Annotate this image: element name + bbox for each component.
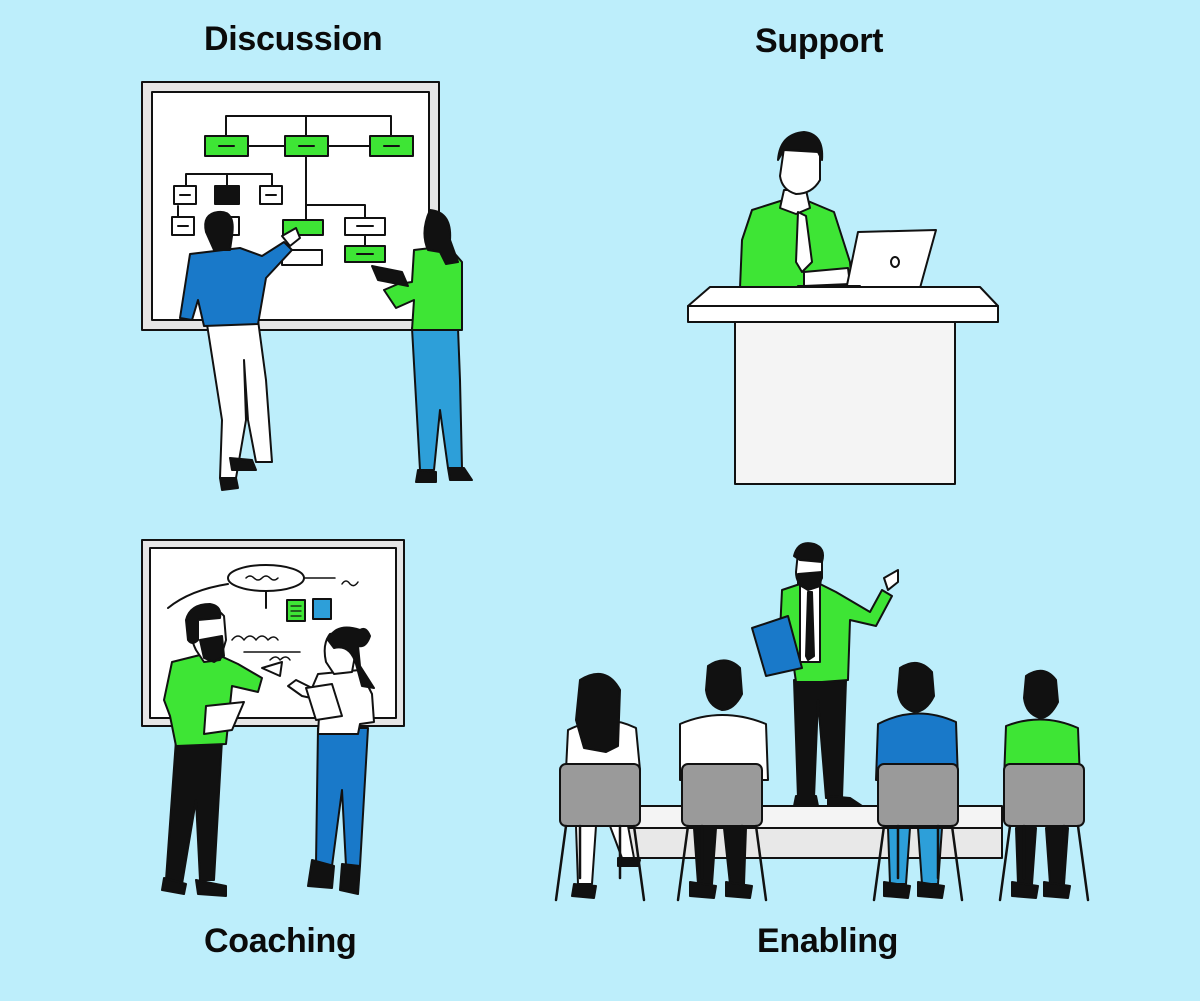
chair-1 [554,763,646,902]
chair-4 [998,763,1090,902]
presenter-green-blazer [751,542,899,807]
chair-3 [872,763,964,902]
man-blue-sweater [179,210,301,491]
woman-white-shirt [287,626,375,895]
man-at-desk [739,131,853,289]
panel-title-coaching: Coaching [204,922,357,960]
coaching-scene [141,539,405,897]
panel-title-enabling: Enabling [757,922,899,960]
discussion-scene [141,81,473,491]
support-scene [687,131,999,485]
chair-2 [676,763,768,902]
panel-title-discussion: Discussion [204,20,383,58]
reception-desk [687,286,999,485]
enabling-scene [554,542,1090,902]
panel-title-support: Support [755,22,884,60]
woman-green-tablet [371,209,473,483]
bearded-man-green [161,603,283,897]
